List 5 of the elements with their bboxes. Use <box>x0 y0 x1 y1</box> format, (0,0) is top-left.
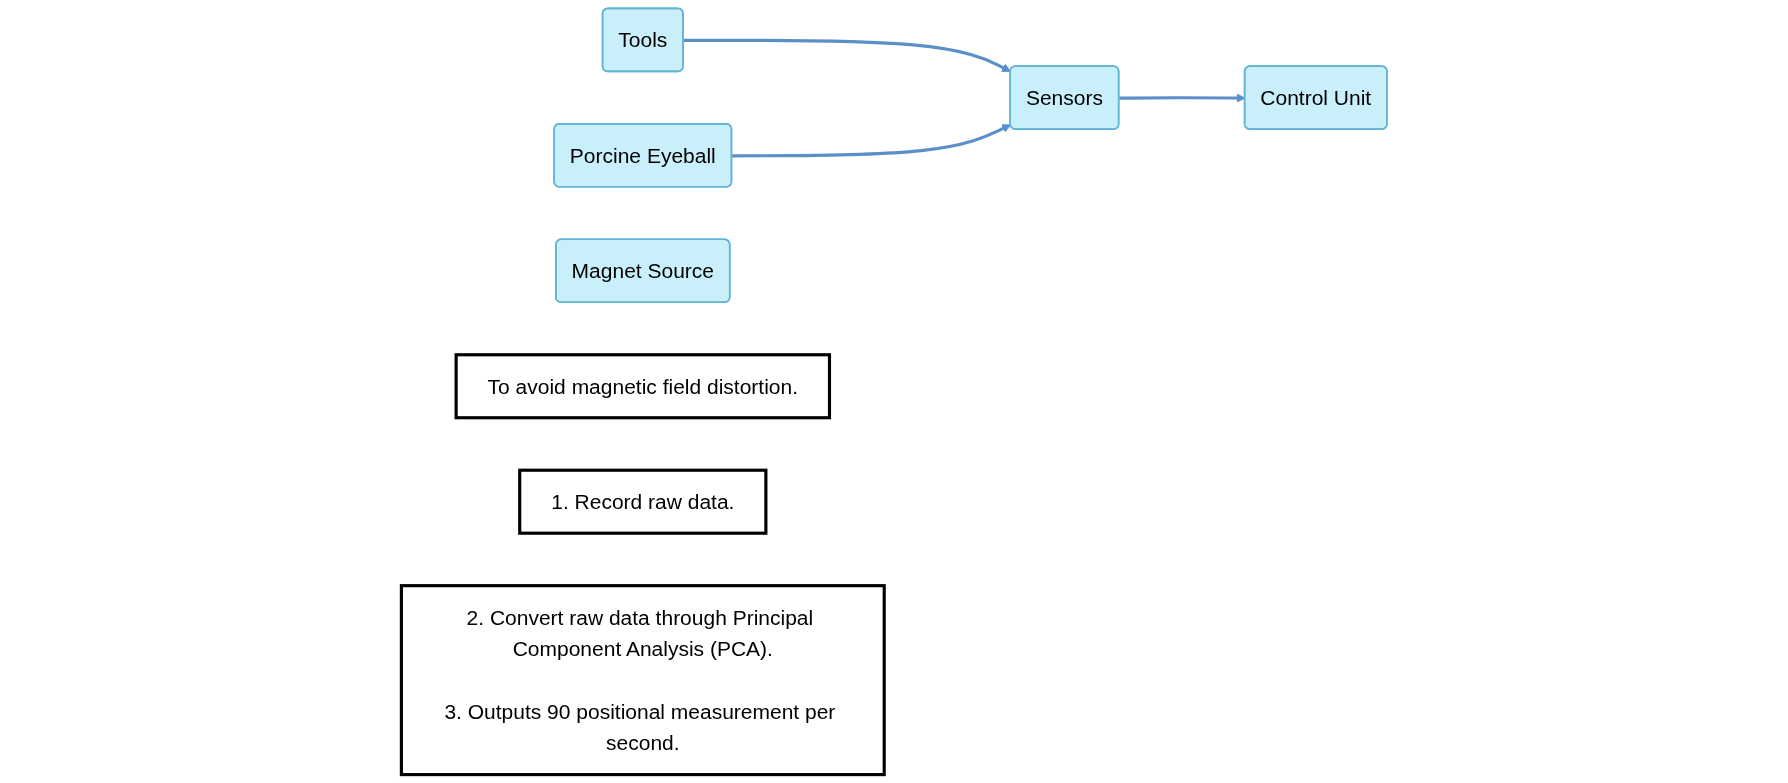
node-box: 2. Convert raw data through Principal Component Analysis (PCA). 3. Outputs 90 positional measurement per second. <box>399 584 886 777</box>
node-box: To avoid magnetic field distortion. <box>454 353 831 420</box>
node-box: 1. Record raw data. <box>517 468 768 535</box>
arrow <box>683 38 1011 72</box>
arrow <box>731 124 1011 158</box>
